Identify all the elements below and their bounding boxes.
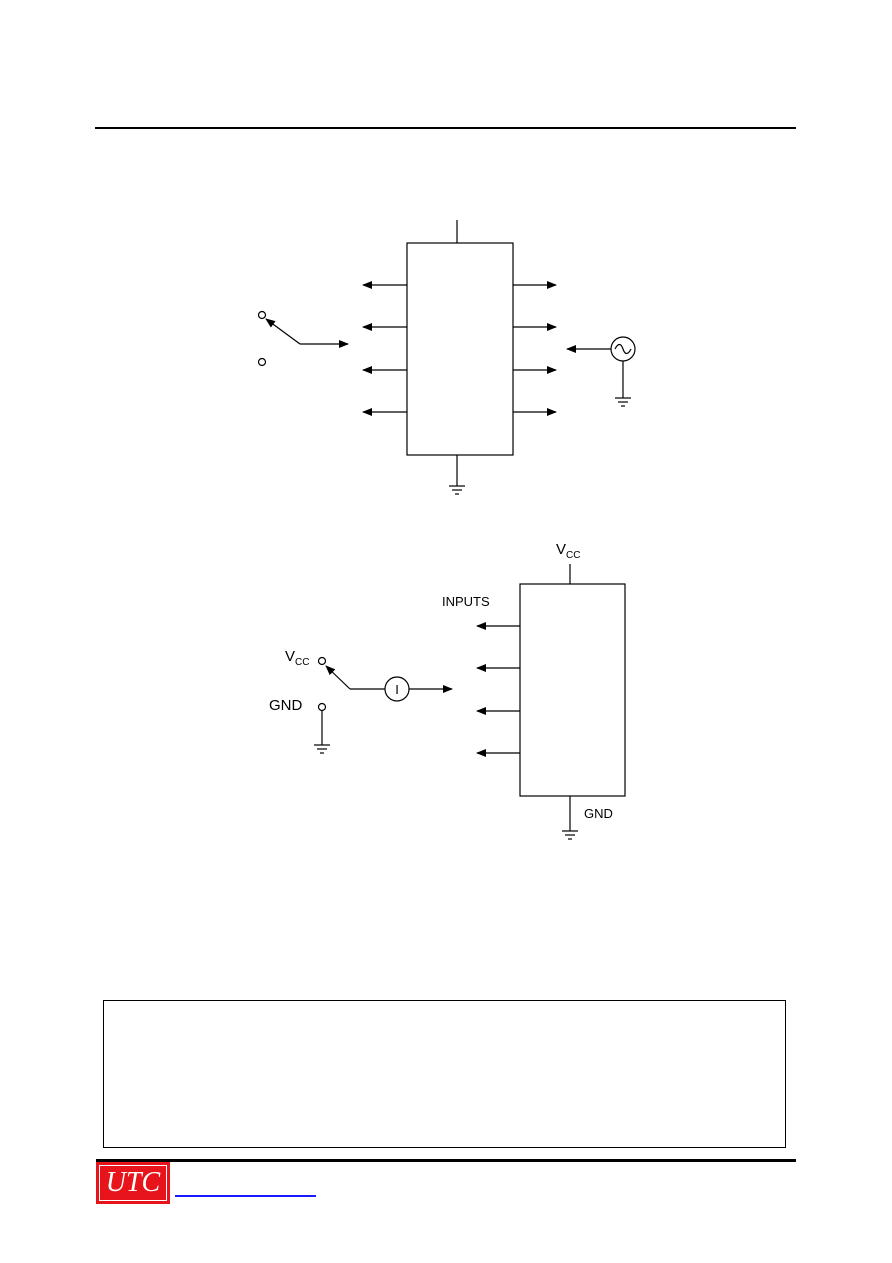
gnd-switch-label: GND bbox=[269, 697, 303, 714]
ground-symbol bbox=[562, 830, 578, 840]
ic-body bbox=[406, 242, 514, 456]
switch-symbol bbox=[314, 656, 385, 754]
ic-body bbox=[519, 583, 626, 797]
test-circuit-diagram-2: VCC INPUTS VCC GND I GND bbox=[269, 541, 626, 840]
gnd-bottom-label: GND bbox=[584, 806, 613, 821]
vcc-switch-label: VCC bbox=[285, 648, 309, 668]
ground-symbol bbox=[449, 485, 465, 495]
vcc-top-label: VCC bbox=[556, 541, 580, 561]
test-circuit-diagram-1 bbox=[257, 220, 636, 495]
notice-box bbox=[103, 1000, 786, 1148]
inputs-label: INPUTS bbox=[442, 594, 490, 609]
ac-source-symbol bbox=[566, 336, 636, 407]
utc-logo: UTC bbox=[96, 1162, 170, 1204]
website-link-underline[interactable] bbox=[175, 1195, 316, 1197]
switch-symbol bbox=[257, 310, 349, 367]
current-source-symbol bbox=[384, 676, 453, 702]
current-source-label: I bbox=[395, 682, 399, 697]
header-rule bbox=[95, 127, 796, 129]
footer-rule bbox=[96, 1159, 796, 1162]
